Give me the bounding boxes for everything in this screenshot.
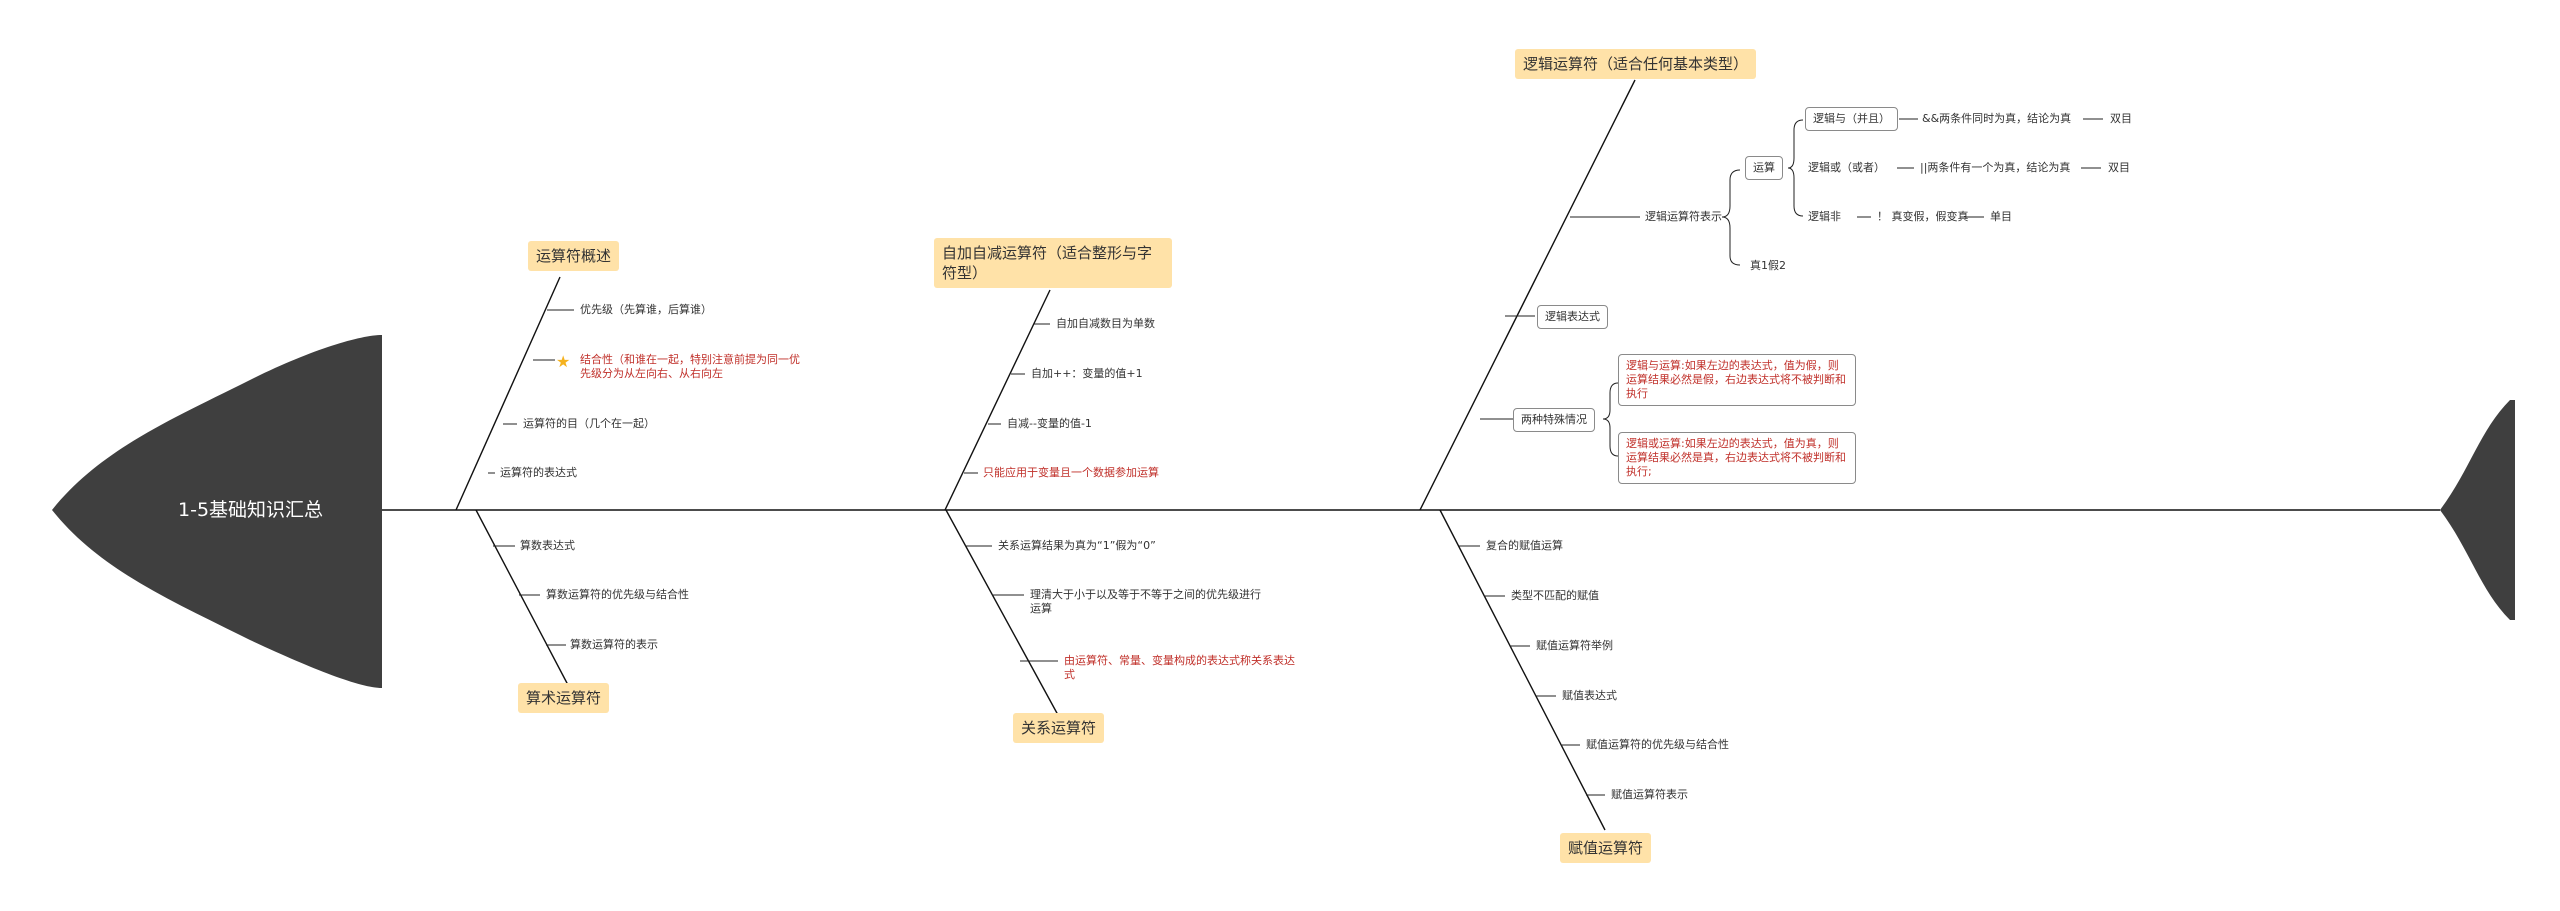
fish-tail [2440,400,2515,620]
logic-special-2: 逻辑或运算:如果左边的表达式，值为真，则运算结果必然是真，右边表达式将不被判断和… [1618,432,1856,484]
incdec-item: 只能应用于变量且一个数据参加运算 [983,466,1159,479]
logic-ops: 运算 [1745,156,1783,180]
bone-assign [1439,509,1606,831]
logic-special: 两种特殊情况 [1513,408,1595,432]
assign-item: 类型不匹配的赋值 [1511,589,1599,602]
logic-or-desc: ||两条件有一个为真，结论为真 [1920,161,2071,174]
assign-item: 赋值运算符举例 [1536,639,1613,652]
logic-expr: 逻辑表达式 [1537,305,1608,329]
incdec-item: 自加自减数目为单数 [1056,317,1155,330]
overview-item: 结合性（和谁在一起，特别注意前提为同一优先级分为从左向右、从右向左 [580,353,800,380]
logic-not-desc: ！ 真变假，假变真 [1877,210,1969,223]
incdec-item: 自加++：变量的值+1 [1031,367,1143,380]
bone-overview [455,276,561,511]
assign-item: 赋值运算符的优先级与结合性 [1586,738,1729,751]
category-arith: 算术运算符 [518,683,610,713]
logic-and-desc: &&两条件同时为真，结论为真 [1922,112,2072,125]
logic-or-type: 双目 [2108,161,2130,174]
arith-item: 算数表达式 [520,539,575,552]
assign-item: 复合的赋值运算 [1486,539,1563,552]
relation-item: 理清大于小于以及等于不等于之间的优先级进行运算 [1030,588,1261,615]
overview-item: 运算符的目（几个在一起） [523,417,655,430]
logic-special-1: 逻辑与运算:如果左边的表达式，值为假，则运算结果必然是假，右边表达式将不被判断和… [1618,354,1856,406]
category-relation: 关系运算符 [1013,713,1105,743]
arith-item: 算数运算符的优先级与结合性 [546,588,689,601]
logic-repr: 逻辑运算符表示 [1645,210,1722,223]
bone-arith [475,509,569,686]
diagram-title: 1-5基础知识汇总 [178,499,324,521]
arith-item: 算数运算符的表示 [570,638,658,651]
overview-item: 优先级（先算谁，后算谁） [580,303,712,316]
category-assign: 赋值运算符 [1560,833,1652,863]
logic-and-type: 双目 [2110,112,2132,125]
bone-incdec [944,289,1051,511]
bone-relation [945,509,1059,716]
logic-true-false: 真1假2 [1750,259,1786,272]
overview-item: 运算符的表达式 [500,466,577,479]
logic-and: 逻辑与（并且） [1805,107,1898,131]
relation-item: 由运算符、常量、变量构成的表达式称关系表达式 [1064,654,1295,681]
category-incdec: 自加自减运算符（适合整形与字符型） [934,238,1172,288]
logic-not: 逻辑非 [1808,210,1841,223]
bone-logic [1419,79,1636,511]
assign-item: 赋值表达式 [1562,689,1617,702]
star-icon: ★ [556,352,571,371]
logic-not-type: 单目 [1990,210,2012,223]
category-overview: 运算符概述 [528,241,620,271]
fish-head [52,335,382,688]
assign-item: 赋值运算符表示 [1611,788,1688,801]
incdec-item: 自减--变量的值-1 [1007,417,1092,430]
category-logic: 逻辑运算符（适合任何基本类型） [1515,49,1757,79]
logic-or: 逻辑或（或者） [1808,161,1885,174]
relation-item: 关系运算结果为真为“1”假为“0” [998,539,1156,552]
